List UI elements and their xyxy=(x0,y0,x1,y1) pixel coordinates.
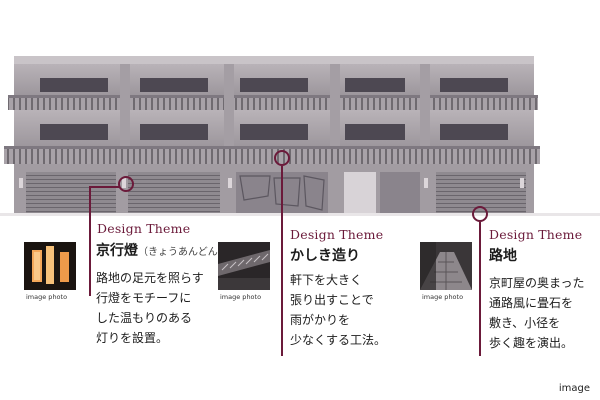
lantern-photo-icon xyxy=(24,242,76,290)
eaves-photo-icon xyxy=(218,242,270,290)
theme-description-2: 軒下を大きく 張り出すことで 雨がかりを 少なくする工法。 xyxy=(290,270,386,350)
callout-line-2 xyxy=(281,166,283,356)
theme-label-1: Design Theme xyxy=(97,221,191,236)
desc-line: 張り出すことで xyxy=(290,293,374,307)
image-caption: image xyxy=(558,383,590,394)
theme-description-3: 京町屋の奥まった 通路風に畳石を 敷き、小径を 歩く趣を演出。 xyxy=(489,273,585,353)
desc-line: 京町屋の奥まった xyxy=(489,276,585,290)
desc-line: 少なくする工法。 xyxy=(290,333,387,347)
theme-title-2: かしき造り xyxy=(290,245,360,265)
theme-title-1: 京行燈（きょうあんどん） xyxy=(96,240,228,260)
theme-title-text-1: 京行燈 xyxy=(96,243,138,259)
desc-line: 路地の足元を照らす xyxy=(96,271,204,285)
theme-title-3: 路地 xyxy=(489,245,517,265)
desc-line: 敷き、小径を xyxy=(489,316,561,330)
theme-description-1: 路地の足元を照らす 行燈をモチーフに した温もりのある 灯りを設置。 xyxy=(96,268,204,348)
theme-title-text-3: 路地 xyxy=(489,248,517,264)
callout-ring-3 xyxy=(472,206,488,222)
callout-connector-1 xyxy=(89,186,120,188)
desc-line: 歩く趣を演出。 xyxy=(489,336,574,350)
desc-line: 軒下を大きく xyxy=(290,273,363,287)
photo-caption-2: image photo xyxy=(220,293,262,301)
theme-label-3: Design Theme xyxy=(489,227,583,242)
theme-label-2: Design Theme xyxy=(290,227,384,242)
stone-path-photo-icon xyxy=(420,242,472,290)
photo-caption-3: image photo xyxy=(422,293,464,301)
desc-line: 行燈をモチーフに xyxy=(96,291,192,305)
desc-line: 通路風に畳石を xyxy=(489,296,574,310)
desc-line: した温もりのある xyxy=(96,311,193,325)
desc-line: 雨がかりを xyxy=(290,313,351,327)
theme-reading-1: （きょうあんどん） xyxy=(138,247,228,258)
callout-ring-2 xyxy=(274,150,290,166)
desc-line: 灯りを設置。 xyxy=(96,331,169,345)
callout-line-3 xyxy=(479,222,481,356)
callout-line-1 xyxy=(89,186,91,296)
photo-caption-1: image photo xyxy=(26,293,68,301)
theme-title-text-2: かしき造り xyxy=(290,248,360,264)
callout-ring-1 xyxy=(118,176,134,192)
building-facade-illustration xyxy=(0,56,600,216)
